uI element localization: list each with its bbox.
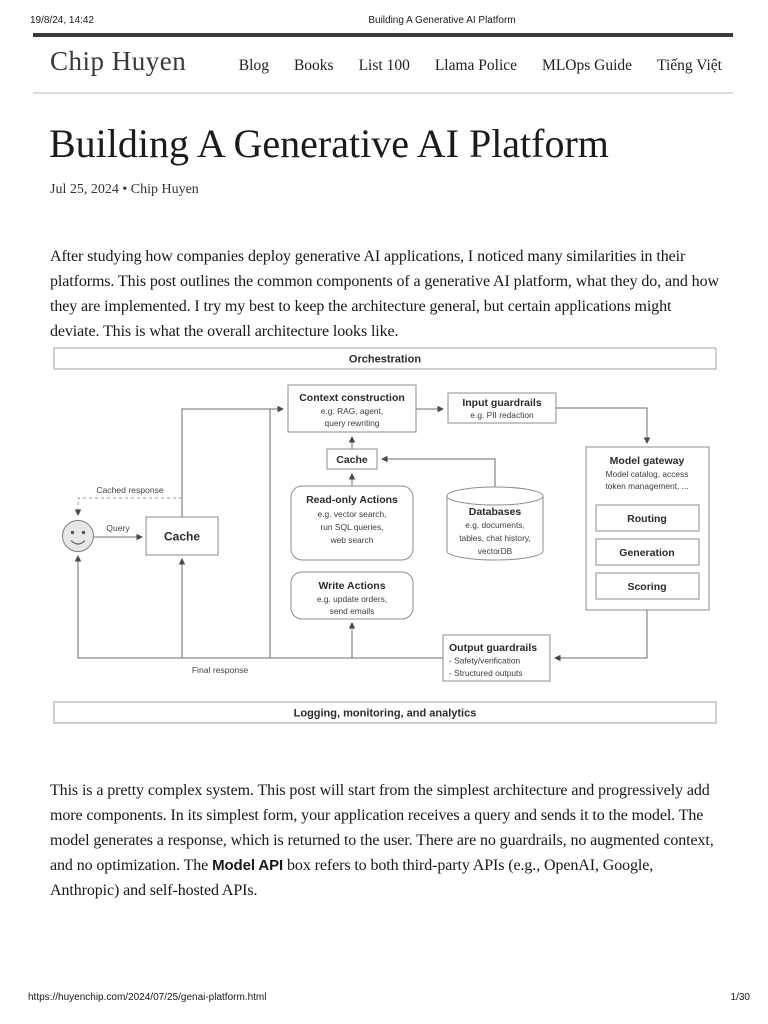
diagram-node-input-guardrails: Input guardrails e.g. PII redaction xyxy=(447,392,557,424)
page-title: Building A Generative AI Platform xyxy=(49,121,609,166)
svg-text:query rewriting: query rewriting xyxy=(325,418,380,428)
svg-text:e.g. update orders,: e.g. update orders, xyxy=(317,594,387,604)
user-smiley-icon xyxy=(62,520,94,552)
svg-text:Scoring: Scoring xyxy=(627,581,666,593)
intro-paragraph: After studying how companies deploy gene… xyxy=(50,248,719,340)
diagram-node-context-construction: Context construction e.g. RAG, agent, qu… xyxy=(287,384,417,433)
diagram-node-output-guardrails: Output guardrails - Safety/verification … xyxy=(442,634,551,682)
svg-text:Routing: Routing xyxy=(627,513,667,525)
svg-text:run SQL queries,: run SQL queries, xyxy=(320,522,383,532)
print-footer-url: https://huyenchip.com/2024/07/25/genai-p… xyxy=(28,992,267,1003)
diagram-node-write-actions: Write Actions e.g. update orders, send e… xyxy=(290,571,414,620)
svg-text:web search: web search xyxy=(330,535,374,545)
top-divider xyxy=(33,33,733,37)
nav-item-tieng-viet[interactable]: Tiếng Việt xyxy=(657,57,722,74)
diagram-node-cache-top: Cache xyxy=(326,448,378,470)
svg-text:Read-only Actions: Read-only Actions xyxy=(306,494,398,506)
architecture-diagram: Orchestration Logging, monitoring, and a… xyxy=(50,343,720,730)
svg-text:tables, chat history,: tables, chat history, xyxy=(459,533,531,543)
svg-text:token management, ...: token management, ... xyxy=(605,481,688,491)
article-meta: Jul 25, 2024 • Chip Huyen xyxy=(50,182,199,197)
svg-text:Cache: Cache xyxy=(164,530,200,544)
site-logo-link[interactable]: Chip Huyen xyxy=(50,46,187,76)
label-cached-response: Cached response xyxy=(96,485,164,495)
header-divider xyxy=(33,92,733,94)
diagram-connectors xyxy=(74,405,651,662)
svg-text:Write Actions: Write Actions xyxy=(318,580,385,592)
diagram-node-routing: Routing xyxy=(595,504,700,532)
svg-text:e.g. documents,: e.g. documents, xyxy=(465,520,525,530)
svg-text:Generation: Generation xyxy=(619,547,674,559)
svg-text:- Structured outputs: - Structured outputs xyxy=(449,668,523,678)
model-api-term: Model API xyxy=(212,857,284,874)
body-text-before: This is a pretty complex system. This po… xyxy=(50,782,714,874)
svg-text:Context construction: Context construction xyxy=(299,392,405,404)
nav-item-llama-police[interactable]: Llama Police xyxy=(434,57,518,74)
nav-item-list100[interactable]: List 100 xyxy=(358,57,410,74)
body-text-after: box refers to both third-party APIs (e.g… xyxy=(50,857,654,899)
nav-item-mlops-guide[interactable]: MLOps Guide xyxy=(542,57,633,74)
svg-text:Orchestration: Orchestration xyxy=(349,354,421,366)
diagram-node-model-gateway: Model gateway Model catalog, access toke… xyxy=(585,446,710,611)
diagram-node-generation: Generation xyxy=(595,538,700,566)
diagram-node-cache-user: Cache xyxy=(145,516,219,556)
nav-item-books[interactable]: Books xyxy=(293,57,334,74)
svg-text:Output guardrails: Output guardrails xyxy=(449,642,537,654)
svg-text:e.g. PII redaction: e.g. PII redaction xyxy=(470,410,534,420)
svg-text:send emails: send emails xyxy=(330,606,375,616)
label-final-response: Final response xyxy=(192,665,249,675)
svg-text:e.g. RAG, agent,: e.g. RAG, agent, xyxy=(321,406,383,416)
svg-text:Model gateway: Model gateway xyxy=(610,455,685,467)
diagram-bar-orchestration: Orchestration xyxy=(53,347,717,370)
svg-text:e.g. vector search,: e.g. vector search, xyxy=(318,509,387,519)
svg-text:- Safety/verification: - Safety/verification xyxy=(449,656,521,666)
body-paragraph: This is a pretty complex system. This po… xyxy=(50,778,724,903)
svg-text:Input guardrails: Input guardrails xyxy=(462,397,542,409)
svg-text:Databases: Databases xyxy=(469,506,522,518)
site-header: Chip Huyen Blog Books List 100 Llama Pol… xyxy=(50,46,722,77)
diagram-bar-logging: Logging, monitoring, and analytics xyxy=(53,701,717,724)
diagram-node-read-only-actions: Read-only Actions e.g. vector search, ru… xyxy=(290,485,414,561)
nav-item-blog[interactable]: Blog xyxy=(238,57,269,74)
diagram-node-databases: Databases e.g. documents, tables, chat h… xyxy=(446,486,544,561)
svg-text:Model catalog, access: Model catalog, access xyxy=(606,469,689,479)
diagram-node-scoring: Scoring xyxy=(595,572,700,600)
svg-text:vectorDB: vectorDB xyxy=(478,546,513,556)
svg-text:Logging, monitoring, and analy: Logging, monitoring, and analytics xyxy=(294,708,477,720)
svg-text:Cache: Cache xyxy=(336,454,368,466)
print-footer-page-number: 1/30 xyxy=(730,992,750,1003)
print-header-datetime: 19/8/24, 14:42 xyxy=(30,15,94,26)
main-nav: Blog Books List 100 Llama Police MLOps G… xyxy=(239,57,722,75)
print-header-title: Building A Generative AI Platform xyxy=(368,15,516,26)
label-query: Query xyxy=(106,523,130,533)
